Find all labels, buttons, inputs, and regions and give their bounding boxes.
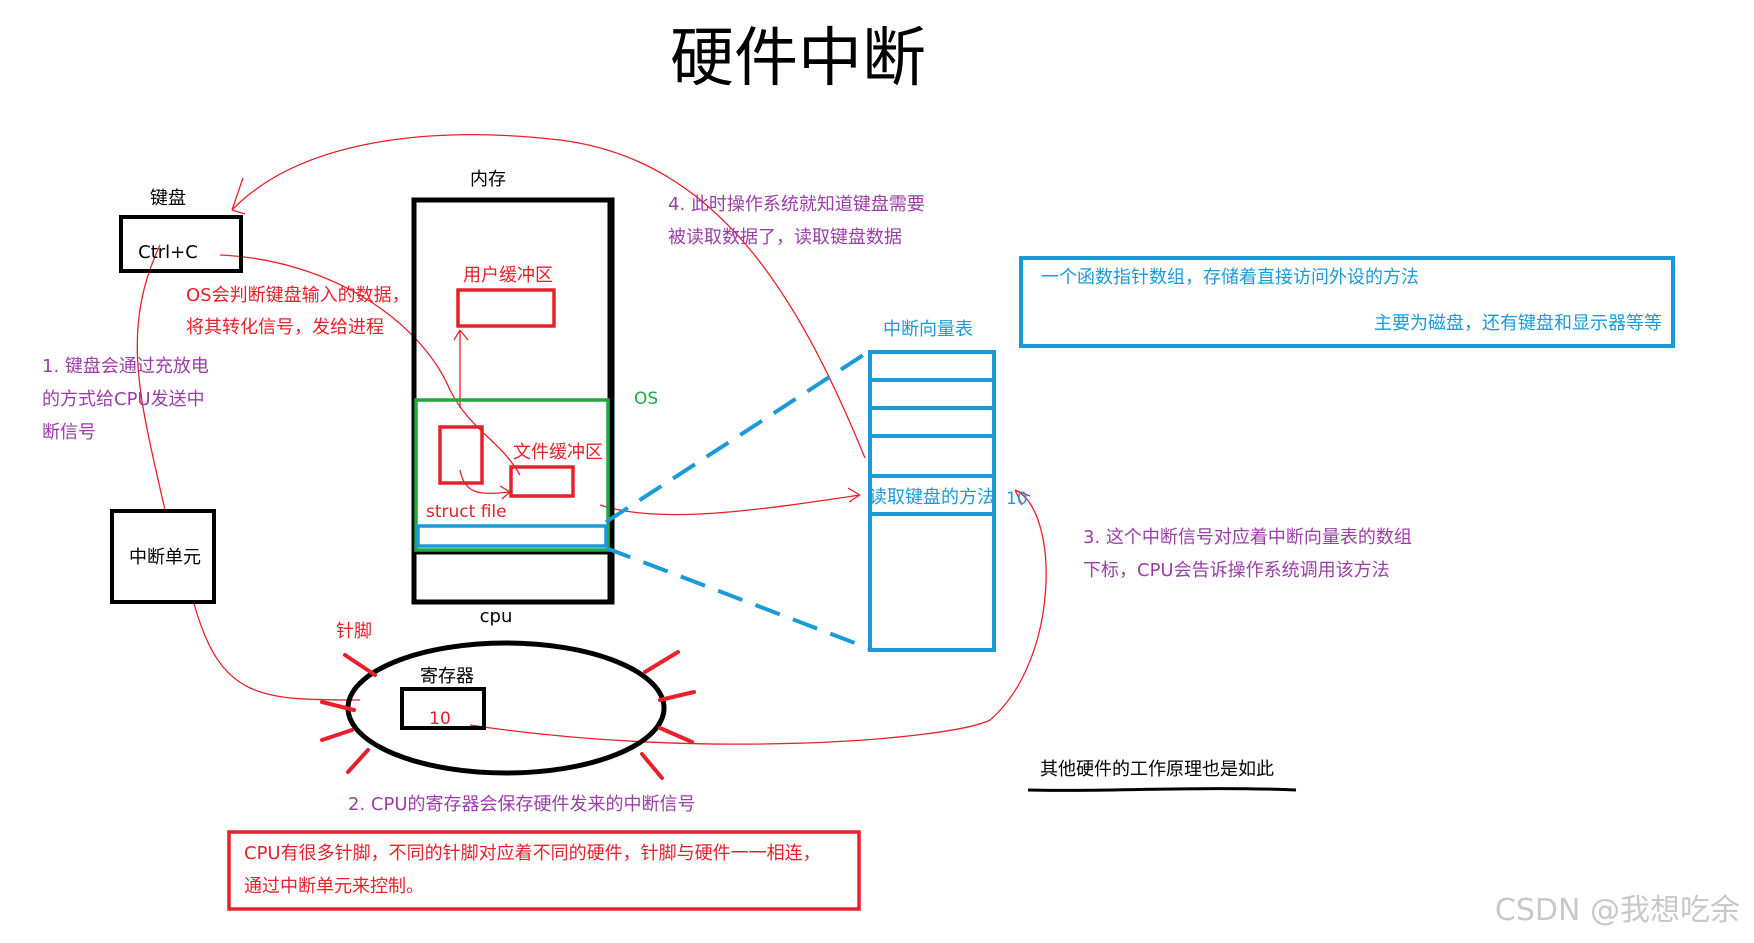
os-judge-line: 将其转化信号，发给进程 (186, 317, 384, 338)
cpu-pin (640, 752, 664, 780)
step1-line: 的方式给CPU发送中 (42, 389, 205, 410)
step1-line: 断信号 (42, 422, 96, 443)
memory-label: 内存 (470, 169, 506, 190)
others-underline (1027, 787, 1297, 792)
step4-line: 4. 此时操作系统就知道键盘需要 (668, 194, 925, 215)
struct-file-box (438, 425, 484, 485)
cpu-pin (658, 690, 696, 702)
keyboard-label: 键盘 (150, 188, 186, 209)
vector-description-line2: 主要为磁盘，还有键盘和显示器等等 (1374, 313, 1662, 334)
read-method-arrow-head (1014, 489, 1031, 506)
os-vector-table-strip (416, 524, 608, 548)
vector-table-outline (868, 350, 996, 652)
vector-table (868, 350, 996, 652)
step1-line: 1. 键盘会通过充放电 (42, 356, 209, 377)
cpu-label: cpu (480, 606, 513, 627)
struct-to-file-buffer-arrow (459, 469, 511, 500)
interrupt-unit-box (110, 509, 216, 604)
file-buffer-box (509, 465, 575, 498)
pins-note-box (227, 830, 861, 911)
cpu-pin (658, 726, 694, 744)
cpu-pin (346, 748, 370, 774)
os-judge-line: OS会判断键盘输入的数据， (186, 285, 410, 306)
register-to-read-method-line (469, 489, 1047, 745)
watermark: CSDN @我想吃余 (1495, 893, 1740, 928)
step3-line: 3. 这个中断信号对应着中断向量表的数组 (1083, 527, 1412, 548)
keyboard-key-text: Ctrl+C (138, 242, 198, 263)
register-box (400, 687, 486, 730)
diagram-title: 硬件中断 (670, 22, 926, 96)
pins-label: 针脚 (336, 621, 372, 642)
cpu-pin (343, 653, 377, 677)
user-buffer-label: 用户缓冲区 (463, 265, 553, 286)
pins-note: CPU有很多针脚，不同的针脚对应着不同的硬件，针脚与硬件一一相连， 通过中断单元… (244, 843, 821, 897)
keyboard-arrow-head (231, 177, 246, 215)
os-to-read-method-line (599, 487, 861, 516)
vector-table-label: 中断向量表 (883, 319, 973, 340)
step3-line: 下标，CPU会告诉操作系统调用该方法 (1083, 560, 1390, 581)
keyboard-to-interrupt-unit-line (136, 244, 166, 511)
projection-line-top (604, 350, 870, 524)
vector-description-box (1019, 256, 1675, 348)
projection-line-bottom (605, 546, 869, 650)
cpu-ellipse (345, 640, 667, 776)
os-label: OS (634, 389, 658, 409)
register-value: 10 (429, 709, 451, 729)
cpu-pin (643, 650, 680, 674)
others-note: 其他硬件的工作原理也是如此 (1040, 759, 1274, 780)
interrupt-unit-label: 中断单元 (129, 547, 201, 568)
step4-line: 被读取数据了，读取键盘数据 (668, 227, 902, 248)
struct-file-label: struct file (426, 502, 507, 522)
vector-description-line1: 一个函数指针数组，存储着直接访问外设的方法 (1041, 267, 1419, 288)
user-buffer-box (456, 288, 556, 328)
step4-note: 4. 此时操作系统就知道键盘需要 被读取数据了，读取键盘数据 (668, 194, 925, 248)
keyboard-box (119, 215, 243, 273)
pins-note-line: CPU有很多针脚，不同的针脚对应着不同的硬件，针脚与硬件一一相连， (244, 843, 821, 864)
cpu-pin (320, 700, 356, 712)
vector-to-keyboard-curve (231, 134, 866, 459)
struct-to-user-buffer-arrow (453, 329, 469, 408)
step1-note: 1. 键盘会通过充放电 的方式给CPU发送中 断信号 (42, 356, 209, 443)
register-label: 寄存器 (420, 666, 474, 687)
file-buffer-label: 文件缓冲区 (513, 442, 603, 463)
read-method-entry: 读取键盘的方法 (869, 487, 995, 508)
keyboard-to-file-buffer-line (219, 254, 521, 476)
step3-note: 3. 这个中断信号对应着中断向量表的数组 下标，CPU会告诉操作系统调用该方法 (1083, 527, 1412, 581)
pins-note-line: 通过中断单元来控制。 (244, 876, 424, 897)
cpu-pin (320, 728, 354, 742)
interrupt-unit-to-register-line (192, 599, 361, 701)
cpu-pins (320, 650, 696, 780)
signal-arrows (136, 134, 1047, 745)
step2-note: 2. CPU的寄存器会保存硬件发来的中断信号 (348, 794, 696, 815)
os-judge-note: OS会判断键盘输入的数据， 将其转化信号，发给进程 (186, 285, 410, 338)
os-region (414, 398, 610, 552)
vector-index: 10 (1006, 489, 1028, 509)
